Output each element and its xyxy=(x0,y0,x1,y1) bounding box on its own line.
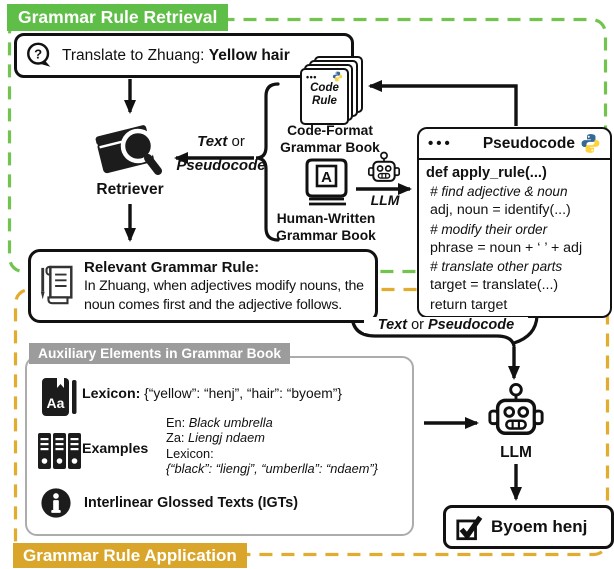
checkmark-icon xyxy=(456,515,483,540)
book-a-icon: A xyxy=(305,158,348,206)
llm-robot-icon xyxy=(488,382,544,436)
pseudocode-line: target = translate(...) xyxy=(430,277,559,293)
books-group-brace xyxy=(255,82,280,242)
examples-block: En: Black umbrella Za: Liengj ndaem Lexi… xyxy=(166,415,378,477)
arrow-label-pseudocode: Pseudocode xyxy=(176,157,266,174)
info-icon xyxy=(41,488,71,518)
human-written-book-label: Human-Written Grammar Book xyxy=(258,211,394,244)
human-label-line2: Grammar Book xyxy=(276,227,376,243)
dictionary-icon: Aa xyxy=(42,378,77,416)
igt-label: Interlinear Glossed Texts (IGTs) xyxy=(84,495,298,511)
auxiliary-box xyxy=(25,356,414,536)
example-en-prefix: En: xyxy=(166,415,189,430)
pseudocode-line: return target xyxy=(430,296,508,313)
code-format-label-line2: Grammar Book xyxy=(280,139,380,155)
rule-title: Relevant Grammar Rule: xyxy=(84,259,260,276)
code-stack-icon: ••• Code Rule xyxy=(300,56,363,125)
query-prefix: Translate to Zhuang: xyxy=(62,46,209,64)
lexicon-value: {“yellow”: “henj”, “hair”: “byoem”} xyxy=(140,386,342,401)
section-banner-auxiliary: Auxiliary Elements in Grammar Book xyxy=(29,343,291,364)
relevant-rule-box: Relevant Grammar Rule: In Zhuang, when a… xyxy=(28,249,378,323)
query-phrase: Yellow hair xyxy=(208,46,290,64)
rule-body-line2: noun comes first and the adjective follo… xyxy=(84,296,342,313)
pseudocode-line: # modify their order xyxy=(430,221,548,237)
example-za-text: Liengj ndaem xyxy=(188,430,265,446)
example-lexicon-value: {“black”: “liengj”, “umberlla”: “ndaem”} xyxy=(166,461,378,476)
code-format-book-label: Code-Format Grammar Book xyxy=(262,123,398,156)
stack-word-code: Code xyxy=(310,82,339,94)
result-text: Byoem henj xyxy=(491,517,588,536)
example-en-text: Black umbrella xyxy=(188,415,273,430)
binders-icon xyxy=(38,433,81,469)
arrow-label-text: Text xyxy=(197,133,228,150)
application-dashed-border xyxy=(13,287,610,557)
question-bubble-icon: ? xyxy=(27,42,51,67)
arrow-label-or: or xyxy=(227,133,245,150)
lexicon-label: Lexicon: xyxy=(82,386,141,402)
python-icon xyxy=(581,134,600,153)
outputs-merge-brace xyxy=(350,314,539,348)
example-lexicon-label: Lexicon: xyxy=(166,445,214,461)
merge-label-or: or xyxy=(407,317,428,333)
merge-label-pseudocode: Pseudocode xyxy=(428,317,515,333)
query-text: Translate to Zhuang: Yellow hair xyxy=(62,47,290,65)
example-za-prefix: Za: xyxy=(166,430,189,446)
pseudocode-window: ••• Pseudocode def apply_rule(...) # fin… xyxy=(417,127,612,318)
pseudocode-body: def apply_rule(...) # find adjective & n… xyxy=(419,160,610,315)
merge-label-text: Text xyxy=(377,317,408,333)
llm-converter-robot-icon xyxy=(367,151,401,182)
scroll-icon xyxy=(40,265,73,305)
window-dots: ••• xyxy=(306,71,317,82)
pseudocode-window-header: ••• Pseudocode xyxy=(419,129,610,160)
svg-text:A: A xyxy=(321,169,332,186)
merge-label: Text or Pseudocode xyxy=(364,317,528,333)
rule-text: Relevant Grammar Rule: In Zhuang, when a… xyxy=(84,258,364,314)
section-banner-application: Grammar Rule Application xyxy=(13,543,247,568)
query-box: ? Translate to Zhuang: Yellow hair xyxy=(14,33,354,78)
arrow-label-text-or: Text or xyxy=(170,133,272,150)
code-format-label-line1: Code-Format xyxy=(287,123,373,138)
pseudocode-title: Pseudocode xyxy=(482,134,575,152)
example-za: Za: Liengj ndaem xyxy=(166,430,378,445)
section-banner-retrieval: Grammar Rule Retrieval xyxy=(7,4,229,31)
retriever-icon xyxy=(95,125,162,175)
svg-text:?: ? xyxy=(34,46,42,61)
svg-text:Aa: Aa xyxy=(47,395,65,411)
rule-body-line1: In Zhuang, when adjectives modify nouns,… xyxy=(84,278,364,294)
pseudocode-line: # find adjective & noun xyxy=(430,184,568,199)
stack-word-rule: Rule xyxy=(312,95,337,107)
example-en: En: Black umbrella xyxy=(166,415,378,430)
llm-small-label: LLM xyxy=(370,192,400,208)
retriever-label: Retriever xyxy=(96,181,164,198)
example-lexicon-value-text: {“black”: “liengj”, “umberlla”: “ndaem”} xyxy=(166,461,378,477)
examples-label: Examples xyxy=(82,441,149,457)
window-dots: ••• xyxy=(428,135,453,152)
stack-card-front: ••• Code Rule xyxy=(300,68,349,125)
pseudocode-line: phrase = noun + ‘ ’ + adj xyxy=(430,239,583,256)
stack-card-header: ••• xyxy=(302,70,347,82)
python-icon xyxy=(332,71,343,82)
human-label-line1: Human-Written xyxy=(276,211,376,226)
arrow-pseudocode-to-codestack xyxy=(368,80,518,126)
llm-label: LLM xyxy=(500,444,532,461)
lexicon-row: Lexicon: {“yellow”: “henj”, “hair”: “byo… xyxy=(82,386,342,402)
pseudocode-line: def apply_rule(...) xyxy=(426,165,547,181)
pseudocode-line: adj, noun = identify(...) xyxy=(430,202,571,218)
pseudocode-line: # translate other parts xyxy=(430,259,563,274)
result-box: Byoem henj xyxy=(443,505,614,549)
